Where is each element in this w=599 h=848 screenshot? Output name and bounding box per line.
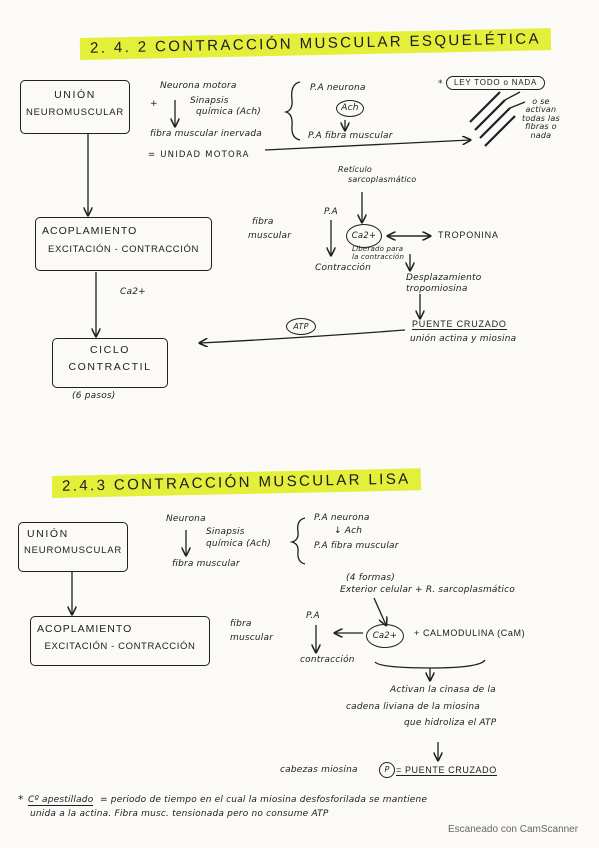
- ley-star: *: [438, 79, 443, 89]
- camscanner-watermark: Escaneado con CamScanner: [448, 824, 579, 835]
- pa-neurona-text-2: P.A neurona: [314, 513, 370, 523]
- note-line: activan: [525, 105, 557, 115]
- fibra-muscular-text-2: fibra muscular: [172, 559, 240, 569]
- box-line-2: EXCITACIÓN - CONTRACCIÓN: [44, 641, 196, 653]
- quimica-text-2: química (Ach): [206, 539, 271, 549]
- puente-cruzado-text: PUENTE CRUZADO: [412, 319, 507, 331]
- box-union-neuromuscular-2: UNIÓN NEUROMUSCULAR: [18, 522, 128, 572]
- calmodulina-text: + CALMODULINA (CaM): [414, 628, 526, 638]
- troponina-text: TROPONINA: [438, 230, 499, 240]
- ca2-label: Ca2+: [120, 287, 146, 297]
- box-line-2: CONTRACTIL: [68, 361, 152, 374]
- ley-todo-o-nada-badge: LEY TODO o NADA: [446, 76, 546, 91]
- plus-sign: +: [150, 99, 158, 109]
- quimica-text: química (Ach): [196, 107, 261, 117]
- footnote-line-1: = periodo de tiempo en el cual la miosin…: [100, 795, 428, 805]
- ca-note-1: Liberado para: [352, 245, 404, 253]
- fibra-inervada-text: fibra muscular inervada: [150, 129, 262, 139]
- activan-line-2: cadena liviana de la miosina: [346, 702, 480, 712]
- pa-label: P.A: [324, 207, 338, 217]
- contraccion-text: Contracción: [315, 263, 372, 273]
- neurona-motora-text: Neurona motora: [160, 81, 237, 91]
- footnote-line-2: unida a la actina. Fibra musc. tensionad…: [30, 809, 329, 819]
- box-acoplamiento: ACOPLAMIENTO EXCITACIÓN - CONTRACCIÓN: [35, 217, 212, 271]
- activan-line-3: que hidroliza el ATP: [404, 718, 497, 728]
- contraccion-text-2: contracción: [300, 655, 355, 665]
- cabezas-miosina-text: cabezas miosina: [280, 765, 358, 775]
- desplazamiento-line-2: tropomiosina: [406, 284, 468, 294]
- reticulo-line-2: sarcoplasmático: [348, 175, 417, 184]
- reticulo-line-1: Retículo: [338, 165, 373, 174]
- fibra-label-1: fibra: [252, 217, 274, 227]
- box-line-1: ACOPLAMIENTO: [37, 623, 133, 635]
- unidad-motora-text: = UNIDAD MOTORA: [148, 150, 250, 160]
- note-line: todas las: [522, 113, 560, 123]
- ach-text-2: ↓ Ach: [334, 526, 363, 536]
- neurona-text: Neurona: [166, 514, 206, 524]
- fibra-label-2: muscular: [248, 231, 292, 241]
- sinapsis-text-2: Sinapsis: [206, 527, 245, 537]
- activan-line-1: Activan la cinasa de la: [390, 685, 496, 695]
- pa-fibra-text-2: P.A fibra muscular: [314, 541, 399, 551]
- box-acoplamiento-2: ACOPLAMIENTO EXCITACIÓN - CONTRACCIÓN: [30, 616, 210, 666]
- pa-label-2: P.A: [306, 611, 320, 621]
- box-ciclo-contractil: CICLO CONTRACTIL: [52, 338, 168, 388]
- box-line-1: CICLO: [89, 344, 131, 356]
- pa-fibra-text: P.A fibra muscular: [308, 131, 393, 141]
- footnote-star: *: [18, 793, 24, 806]
- ciclo-note: (6 pasos): [72, 391, 116, 401]
- formas-text: (4 formas): [346, 573, 395, 583]
- ca-circle: Ca2+: [346, 224, 382, 248]
- box-line-2: EXCITACIÓN - CONTRACCIÓN: [48, 244, 199, 256]
- exterior-text: Exterior celular + R. sarcoplasmático: [340, 585, 515, 595]
- box-line-1: UNIÓN: [27, 528, 69, 540]
- box-line-2: NEUROMUSCULAR: [25, 107, 125, 119]
- fibra-label-2a: fibra: [230, 619, 252, 629]
- union-actina-text: unión actina y miosina: [410, 334, 517, 344]
- fibra-label-2b: muscular: [230, 633, 274, 643]
- p-circle: P: [379, 762, 395, 778]
- desplazamiento-line-1: Desplazamiento: [406, 273, 482, 283]
- box-line-1: ACOPLAMIENTO: [42, 225, 138, 237]
- ca-circle-2: Ca2+: [366, 624, 404, 648]
- note-line: fibras o: [525, 122, 557, 132]
- pa-neurona-text: P.A neurona: [310, 83, 366, 93]
- footnote-term: Cº apestillado: [28, 795, 94, 807]
- box-line-1: UNIÓN: [54, 89, 96, 101]
- atp-circle: ATP: [286, 318, 316, 335]
- box-line-2: NEUROMUSCULAR: [23, 545, 123, 557]
- puente-cruzado-text-2: = PUENTE CRUZADO: [396, 765, 497, 777]
- note-line: nada: [530, 130, 552, 140]
- note-line: o se: [532, 97, 550, 106]
- sinapsis-text: Sinapsis: [190, 96, 229, 106]
- ley-note: o se activan todas las fibras o nada: [522, 97, 560, 140]
- box-union-neuromuscular: UNIÓN NEUROMUSCULAR: [20, 80, 130, 134]
- ca-note-2: la contracción: [352, 253, 405, 261]
- ach-circle: Ach: [336, 100, 364, 117]
